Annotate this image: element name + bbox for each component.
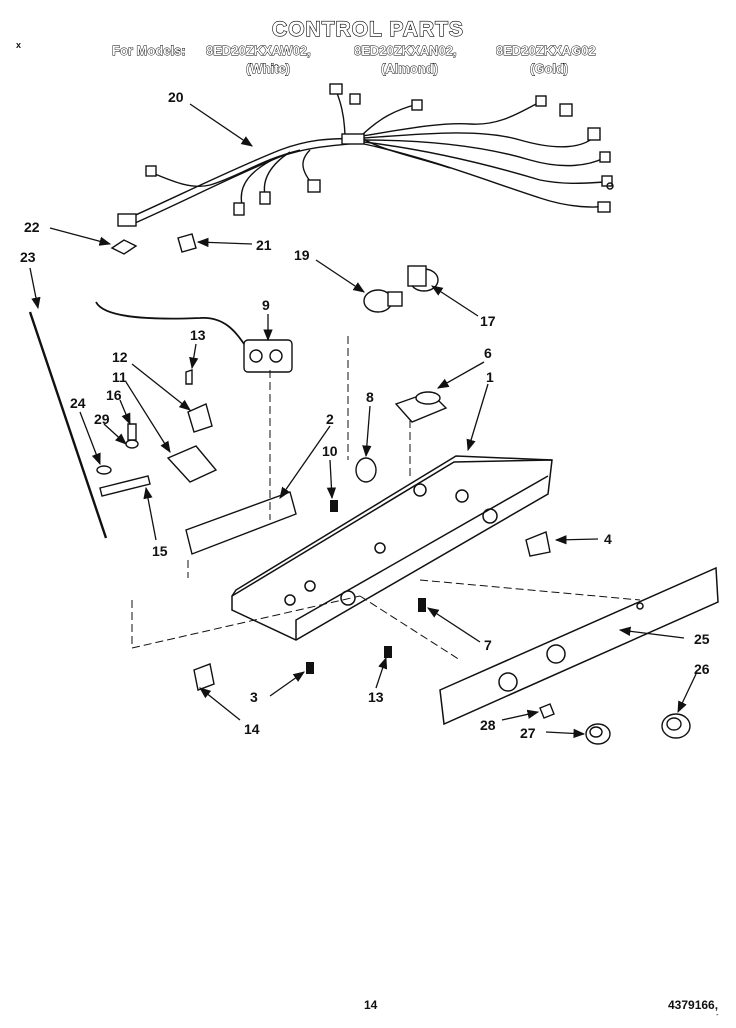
knob-26 (661, 713, 691, 739)
small-hardware (96, 369, 218, 497)
callout-28: 28 (480, 717, 496, 733)
grommet (355, 457, 377, 483)
part-28 (539, 703, 555, 719)
callout-20: 20 (168, 89, 184, 105)
callout-10: 10 (322, 443, 338, 459)
light-bulb (363, 289, 403, 313)
callout-23: 23 (20, 249, 36, 265)
color-label-white: (White) (246, 61, 291, 77)
screw-10 (330, 500, 338, 512)
color-label-gold: (Gold) (530, 61, 569, 77)
callout-16: 16 (106, 387, 122, 403)
page-title: CONTROL PARTS (271, 17, 464, 41)
clip-4 (525, 531, 551, 557)
bracket-2 (185, 491, 297, 555)
callout-27: 27 (520, 725, 536, 741)
clip-21 (177, 233, 197, 253)
callout-19: 19 (294, 247, 310, 263)
wiring-harness (117, 83, 614, 227)
callout-13-upper: 13 (190, 327, 206, 343)
callout-numbers: 20 22 21 23 19 17 13 9 12 11 16 24 29 6 … (20, 89, 710, 741)
bracket-14 (193, 663, 215, 691)
callout-17: 17 (480, 313, 496, 329)
callout-13-lower: 13 (368, 689, 384, 705)
assembly-guide-lines (131, 336, 641, 661)
callout-15: 15 (152, 543, 168, 559)
callout-4: 4 (604, 531, 612, 547)
callout-9: 9 (262, 297, 270, 313)
control-panel (439, 566, 719, 726)
callout-22: 22 (24, 219, 40, 235)
callout-25: 25 (694, 631, 710, 647)
callout-26: 26 (694, 661, 710, 677)
thermostat (243, 339, 293, 373)
callout-1: 1 (486, 369, 494, 385)
callout-2: 2 (326, 411, 334, 427)
page-number: 14 (364, 998, 378, 1012)
color-label-almond: (Almond) (381, 61, 439, 77)
callout-21: 21 (256, 237, 272, 253)
callout-leaders (29, 103, 697, 739)
screw-7 (418, 598, 426, 612)
control-module (394, 391, 448, 423)
callout-12: 12 (112, 349, 128, 365)
model-number-gold: 8ED20ZKXAG02 (496, 43, 597, 59)
callout-14: 14 (244, 721, 260, 737)
corner-mark: x (16, 40, 22, 50)
model-number-almond: 8ED20ZKXAN02, (354, 43, 458, 59)
callout-8: 8 (366, 389, 374, 405)
control-rod (28, 311, 108, 539)
clip-22 (110, 239, 138, 255)
callout-6: 6 (484, 345, 492, 361)
callout-3: 3 (250, 689, 258, 705)
screw-3 (306, 662, 314, 674)
callout-29: 29 (94, 411, 110, 427)
screw-13-lower (384, 646, 392, 658)
models-prefix: For Models: (112, 43, 187, 59)
model-number-white: 8ED20ZKXAW02, (206, 43, 312, 59)
corner-tick: - (716, 1010, 719, 1019)
callout-11: 11 (112, 369, 127, 385)
document-number: 4379166, (668, 998, 719, 1012)
control-housing (231, 455, 553, 641)
capillary-tube (95, 301, 251, 353)
callout-7: 7 (484, 637, 492, 653)
light-socket (407, 265, 439, 292)
callout-24: 24 (70, 395, 86, 411)
knob-27 (585, 723, 611, 745)
